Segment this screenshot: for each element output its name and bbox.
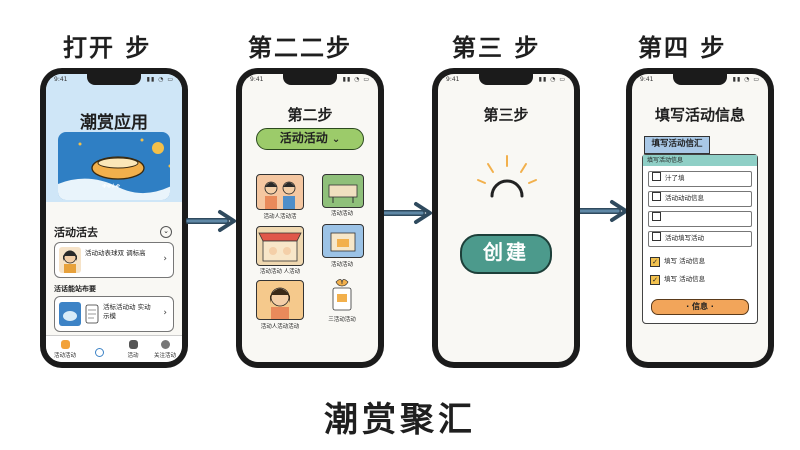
tile-6-caption: 三活动活动	[328, 317, 356, 323]
tile-4-caption: 活动活动	[330, 262, 353, 268]
chevron-down-icon: ⌄	[331, 134, 341, 145]
phone-1-screen: 9:41 ▮▮ ◔ ▭ 潮赏应用 ቀቀሩቀ 活动活去 ⌄ 活动动表球双 调标高	[46, 74, 182, 362]
tile-3-caption: 活动活动 人活动	[259, 269, 301, 275]
form-row-3[interactable]	[648, 211, 752, 227]
bench-icon	[328, 184, 358, 203]
checkbox-icon	[652, 192, 661, 201]
form-header: 填写活动信息	[643, 155, 757, 166]
nav-home[interactable]: 活动活动	[50, 340, 80, 359]
step-4-title: 第四 步	[638, 34, 727, 62]
checkbox-icon	[652, 172, 661, 181]
hero-illustration	[58, 138, 170, 200]
phone-3: 9:41 ▮▮ ◔ ▭ 第三步 创建	[432, 68, 580, 368]
section-title-activities: 活动活去	[54, 226, 98, 239]
status-time: 9:41	[54, 76, 68, 83]
card-2-text: 活标活动动 实动示模	[103, 303, 151, 320]
checked-option-2[interactable]: ✓填写 活动信息	[650, 273, 705, 285]
checkmark-icon: ✓	[650, 275, 660, 285]
document-icon	[85, 304, 99, 324]
activity-form: 填写活动信息 汁了填 活动动动信息 活动填写活动 ✓填写 活动信息 ✓填写 活动…	[642, 154, 758, 324]
activity-card-2[interactable]: 活标活动动 实动示模 ›	[54, 296, 174, 332]
activity-icon	[128, 340, 138, 349]
arrow-1	[186, 210, 236, 232]
tile-2-caption: 活动活动	[330, 211, 353, 217]
status-icons: ▮▮ ◔ ▭	[146, 76, 174, 83]
step-1-title: 打开 步	[63, 34, 152, 62]
checkbox-icon	[652, 212, 661, 221]
dropdown-label: 活动活动	[279, 131, 328, 145]
section-toggle-icon[interactable]: ⌄	[160, 226, 172, 238]
avatar-woman-icon	[59, 247, 81, 273]
page-title: 第三步	[483, 106, 529, 124]
bottom-nav: 活动活动 活动 关注活动	[46, 335, 182, 362]
app-title: 潮赏应用	[80, 113, 148, 133]
refresh-icon	[94, 348, 104, 357]
tile-1-caption: 活动人活动活	[263, 214, 297, 220]
step-2-title: 第二二步	[248, 34, 352, 62]
section-title-2: 活话能站布要	[54, 285, 96, 293]
checkbox-icon	[652, 232, 661, 241]
activity-tile-4[interactable]	[322, 224, 364, 258]
notch	[479, 74, 533, 85]
chevron-right-icon: ›	[163, 254, 167, 264]
nav-follow[interactable]: 关注活动	[150, 340, 180, 359]
arrow-2	[382, 202, 432, 224]
phone-2-screen: 9:41 ▮▮ ◔ ▭ 第二步 活动活动 ⌄ 活动人活动活 活动活动	[242, 74, 378, 362]
status-time: 9:41	[446, 76, 460, 83]
submit-info-button[interactable]: · 信息 ·	[651, 299, 749, 315]
activity-tile-2[interactable]	[322, 174, 364, 208]
tile-5-caption: 活动人活动活动	[260, 324, 300, 330]
page-title: 第二步	[287, 106, 333, 124]
chevron-right-icon: ›	[163, 308, 167, 318]
status-icons: ▮▮ ◔ ▭	[732, 76, 760, 83]
activity-tile-3[interactable]	[256, 226, 304, 266]
notch	[673, 74, 727, 85]
two-people-icon	[264, 181, 296, 209]
status-time: 9:41	[640, 76, 654, 83]
notch	[87, 74, 141, 85]
form-tab[interactable]: 填写活动信汇	[644, 136, 710, 154]
step-3-title: 第三 步	[452, 34, 541, 62]
building-icon	[330, 232, 356, 252]
activity-tile-5[interactable]	[256, 280, 304, 320]
gift-cup-icon	[332, 279, 352, 311]
phone-4: 9:41 ▮▮ ◔ ▭ 填写活动信息 填写活动信汇 填写活动信息 汁了填 活动动…	[626, 68, 774, 368]
activity-tile-6[interactable]	[322, 278, 362, 312]
checked-option-1[interactable]: ✓填写 活动信息	[650, 255, 705, 267]
profile-icon	[160, 340, 170, 349]
status-icons: ▮▮ ◔ ▭	[538, 76, 566, 83]
activity-card-1[interactable]: 活动动表球双 调标高 ›	[54, 242, 174, 278]
market-stall-icon	[258, 232, 302, 262]
hero-banner[interactable]: ቀቀሩቀ	[58, 132, 170, 200]
arrow-3	[578, 200, 628, 222]
hero-text: ቀቀሩቀ	[102, 182, 121, 190]
footer-title: 潮赏聚汇	[324, 400, 476, 440]
page-title: 填写活动信息	[654, 106, 745, 124]
blue-thumbnail-icon	[59, 302, 81, 326]
form-row-2[interactable]: 活动动动信息	[648, 191, 752, 207]
phone-2: 9:41 ▮▮ ◔ ▭ 第二步 活动活动 ⌄ 活动人活动活 活动活动	[236, 68, 384, 368]
activity-tile-1[interactable]	[256, 174, 304, 210]
loading-spinner-icon	[477, 155, 537, 198]
nav-refresh[interactable]	[84, 348, 114, 359]
create-button[interactable]: 创建	[460, 234, 552, 274]
phone-4-screen: 9:41 ▮▮ ◔ ▭ 填写活动信息 填写活动信汇 填写活动信息 汁了填 活动动…	[632, 74, 768, 362]
category-dropdown[interactable]: 活动活动 ⌄	[256, 128, 364, 150]
status-time: 9:41	[250, 76, 264, 83]
phone-3-screen: 9:41 ▮▮ ◔ ▭ 第三步 创建	[438, 74, 574, 362]
card-1-text: 活动动表球双 调标高	[85, 249, 146, 257]
form-row-4[interactable]: 活动填写活动	[648, 231, 752, 247]
status-icons: ▮▮ ◔ ▭	[342, 76, 370, 83]
sun-icon	[152, 142, 164, 154]
home-icon	[60, 340, 70, 349]
woman-portrait-icon	[270, 287, 290, 319]
notch	[283, 74, 337, 85]
phone-1: 9:41 ▮▮ ◔ ▭ 潮赏应用 ቀቀሩቀ 活动活去 ⌄ 活动动表球双 调标高	[40, 68, 188, 368]
form-row-1[interactable]: 汁了填	[648, 171, 752, 187]
checkmark-icon: ✓	[650, 257, 660, 267]
nav-activity[interactable]: 活动	[118, 340, 148, 359]
